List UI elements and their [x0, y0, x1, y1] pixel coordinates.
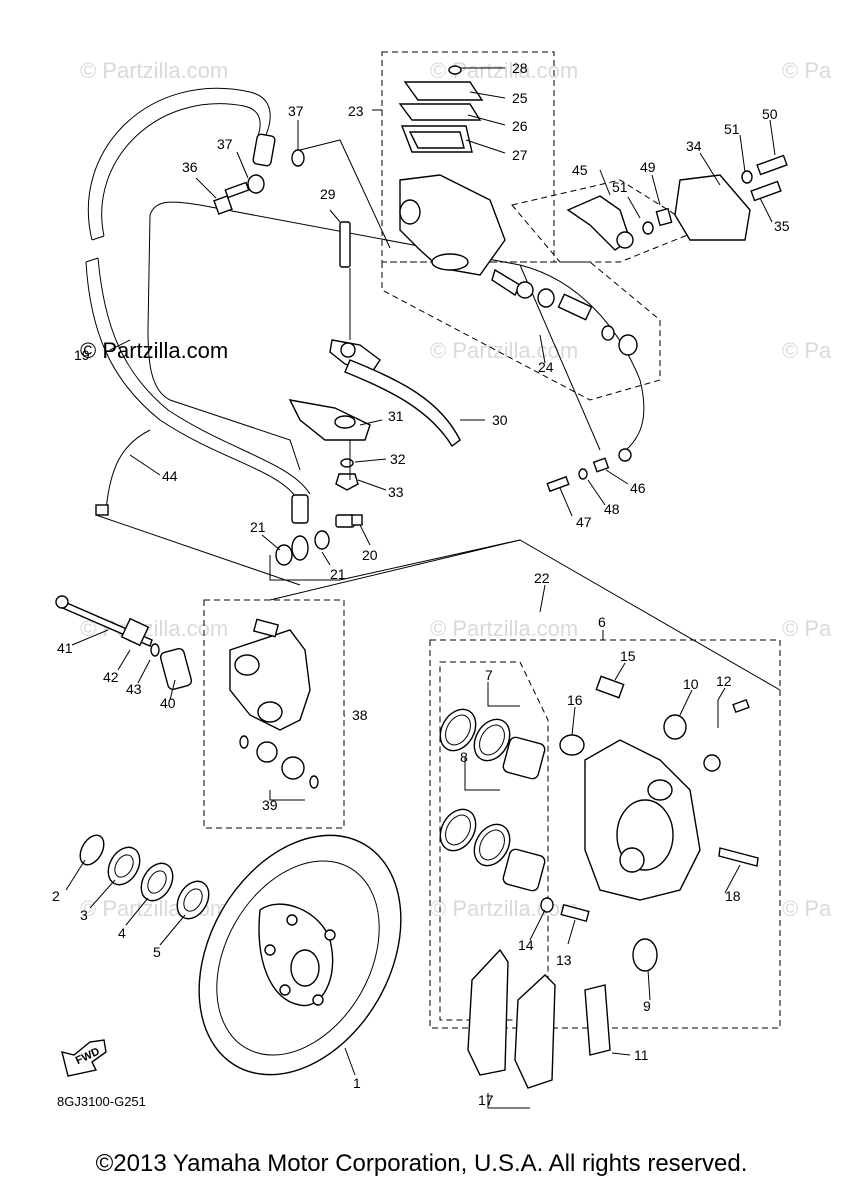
callout-33: 33: [388, 484, 404, 500]
callout-19: 19: [74, 347, 90, 363]
brake-disc: [198, 834, 402, 1076]
callout-6: 6: [598, 614, 606, 630]
callout-13: 13: [556, 952, 572, 968]
callout-14: 14: [518, 937, 534, 953]
callout-32: 32: [390, 451, 406, 467]
callout-30: 30: [492, 412, 508, 428]
callout-9: 9: [643, 998, 651, 1014]
fwd-arrow: FWD: [61, 1039, 107, 1077]
callout-44: 44: [162, 468, 178, 484]
partzilla-watermark: © Partzilla.com: [80, 338, 228, 363]
callout-labels: 28 25 26 27 23 24 37 37 36 29 30 31 32 3…: [52, 60, 790, 1108]
callout-37-a: 37: [288, 103, 304, 119]
wire-44: [95, 429, 151, 516]
callout-7: 7: [485, 667, 493, 683]
callout-21-a: 21: [250, 519, 266, 535]
callout-22: 22: [534, 570, 550, 586]
hose-bolt-group: [213, 149, 305, 215]
callout-31: 31: [388, 408, 404, 424]
callout-38: 38: [352, 707, 368, 723]
callout-5: 5: [153, 944, 161, 960]
callout-23: 23: [348, 103, 364, 119]
callout-15: 15: [620, 648, 636, 664]
copyright-notice: ©2013 Yamaha Motor Corporation, U.S.A. A…: [95, 1150, 748, 1177]
callout-41: 41: [57, 640, 73, 656]
callout-34: 34: [686, 138, 702, 154]
callout-46: 46: [630, 480, 646, 496]
caliper-assembly-group: [429, 639, 781, 1089]
callout-29: 29: [320, 186, 336, 202]
callout-21-b: 21: [330, 566, 346, 582]
callout-27: 27: [512, 147, 528, 163]
switch-bracket-group: [511, 154, 788, 493]
callout-10: 10: [683, 676, 699, 692]
callout-49: 49: [640, 159, 656, 175]
callout-42: 42: [103, 669, 119, 685]
watermark-text: © Pa: [782, 338, 832, 363]
watermark-text: © Partzilla.com: [430, 338, 578, 363]
callout-26: 26: [512, 118, 528, 134]
callout-leaders: [65, 67, 776, 1109]
diagram-code: 8GJ3100-G251: [57, 1094, 146, 1109]
watermark-text: © Pa: [782, 896, 832, 921]
callout-17: 17: [478, 1092, 494, 1108]
cable-line: [147, 201, 645, 471]
callout-11: 11: [634, 1047, 649, 1063]
banjo-bolt-group: [275, 514, 363, 566]
callout-12: 12: [716, 673, 732, 689]
watermark-text: © Pa: [782, 58, 832, 83]
callout-2: 2: [52, 888, 60, 904]
watermark-text: © Partzilla.com: [430, 896, 578, 921]
callout-36: 36: [182, 159, 198, 175]
brake-hose: [85, 87, 311, 561]
callout-24: 24: [538, 359, 554, 375]
callout-20: 20: [362, 547, 378, 563]
callout-47: 47: [576, 514, 592, 530]
callout-28: 28: [512, 60, 528, 76]
callout-51-b: 51: [724, 121, 740, 137]
callout-45: 45: [572, 162, 588, 178]
hub-washers: [79, 834, 210, 920]
callout-18: 18: [725, 888, 741, 904]
callout-50: 50: [762, 106, 778, 122]
callout-35: 35: [774, 218, 790, 234]
caliper-bracket-group: [55, 595, 345, 829]
callout-40: 40: [160, 695, 176, 711]
watermark-text: © Pa: [782, 616, 832, 641]
master-cylinder-group: [381, 51, 661, 401]
watermark-text: © Partzilla.com: [430, 616, 578, 641]
leader-lines: [95, 139, 781, 691]
callout-51-a: 51: [612, 179, 628, 195]
callout-25: 25: [512, 90, 528, 106]
brake-lever-group: [288, 221, 461, 491]
callout-39: 39: [262, 797, 278, 813]
callout-8: 8: [460, 749, 468, 765]
callout-1: 1: [353, 1075, 361, 1091]
callout-48: 48: [604, 501, 620, 517]
callout-43: 43: [126, 681, 142, 697]
callout-3: 3: [80, 907, 88, 923]
callout-4: 4: [118, 925, 126, 941]
callout-16: 16: [567, 692, 583, 708]
callout-37-b: 37: [217, 136, 233, 152]
watermark-text: © Partzilla.com: [80, 58, 228, 83]
